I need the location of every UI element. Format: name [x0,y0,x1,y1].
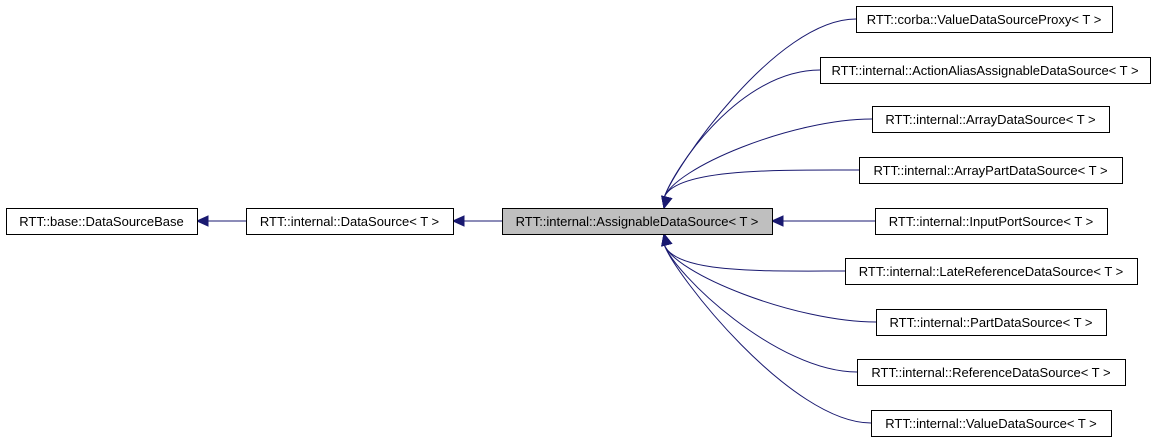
class-node-label: RTT::internal::ActionAliasAssignableData… [831,63,1138,78]
edges-layer [195,18,877,424]
class-node-label: RTT::internal::ArrayDataSource< T > [885,112,1095,127]
class-node-box[interactable] [876,309,1107,336]
class-node-box[interactable] [875,208,1108,235]
class-node-box[interactable] [872,106,1110,133]
class-node-assignabledatasource[interactable]: RTT::internal::AssignableDataSource< T > [502,208,773,235]
class-node-box[interactable] [6,208,198,235]
class-node-latereferencedatasource[interactable]: RTT::internal::LateReferenceDataSource< … [845,258,1138,285]
class-node-partdatasource[interactable]: RTT::internal::PartDataSource< T > [876,309,1107,336]
inheritance-arrowhead [195,215,209,227]
class-node-label: RTT::internal::ReferenceDataSource< T > [871,365,1110,380]
class-node-label: RTT::internal::AssignableDataSource< T > [516,214,759,229]
class-node-label: RTT::internal::PartDataSource< T > [889,315,1092,330]
class-node-arraypartdatasource[interactable]: RTT::internal::ArrayPartDataSource< T > [859,157,1123,184]
class-node-actionaliasassignabledatasource[interactable]: RTT::internal::ActionAliasAssignableData… [820,57,1151,84]
class-node-box[interactable] [820,57,1151,84]
class-node-inputportsource[interactable]: RTT::internal::InputPortSource< T > [875,208,1108,235]
class-node-label: RTT::base::DataSourceBase [19,214,184,229]
class-node-label: RTT::internal::LateReferenceDataSource< … [859,264,1124,279]
inheritance-arrowhead [451,215,465,227]
class-node-datasource[interactable]: RTT::internal::DataSource< T > [246,208,454,235]
class-node-box[interactable] [246,208,454,235]
inheritance-arrowhead [661,195,673,210]
class-node-label: RTT::corba::ValueDataSourceProxy< T > [867,12,1102,27]
class-node-label: RTT::internal::ArrayPartDataSource< T > [873,163,1107,178]
class-node-box[interactable] [871,410,1112,437]
inheritance-edge [663,243,877,323]
class-node-box[interactable] [845,258,1138,285]
inheritance-arrowhead [661,232,673,247]
inheritance-arrowhead [770,215,784,227]
class-node-box[interactable] [856,6,1113,33]
class-node-box[interactable] [502,208,773,235]
class-node-referencedatasource[interactable]: RTT::internal::ReferenceDataSource< T > [857,359,1126,386]
inheritance-edge [663,243,872,424]
class-node-label: RTT::internal::ValueDataSource< T > [885,416,1097,431]
inheritance-edge [663,243,858,373]
class-node-valuedatasourceproxy[interactable]: RTT::corba::ValueDataSourceProxy< T > [856,6,1113,33]
inheritance-edge [663,169,860,199]
class-node-datasourcebase[interactable]: RTT::base::DataSourceBase [6,208,198,235]
class-node-box[interactable] [857,359,1126,386]
class-node-valuedatasource[interactable]: RTT::internal::ValueDataSource< T > [871,410,1112,437]
inheritance-edge [663,118,873,199]
class-node-arraydatasource[interactable]: RTT::internal::ArrayDataSource< T > [872,106,1110,133]
class-node-label: RTT::internal::InputPortSource< T > [889,214,1094,229]
inheritance-edge [663,69,821,199]
class-node-box[interactable] [859,157,1123,184]
class-node-label: RTT::internal::DataSource< T > [260,214,439,229]
inheritance-edge [663,243,846,272]
